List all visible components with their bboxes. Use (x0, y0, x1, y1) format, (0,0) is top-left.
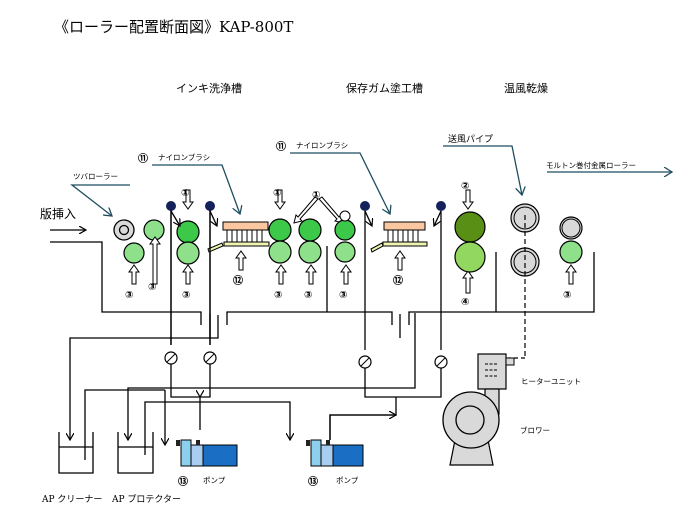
section-hot-air-dry: 温風乾燥 (504, 82, 548, 95)
pump-1 (176, 439, 238, 467)
blower (442, 388, 500, 466)
marker-11-a: ⑪ (138, 152, 148, 165)
pump-1-label: ポンプ (203, 476, 226, 485)
svg-text:③: ③ (339, 290, 347, 301)
svg-text:①: ① (273, 188, 281, 199)
pump-2-label: ポンプ (336, 476, 359, 485)
nylon-brush-1 (207, 221, 270, 253)
ap-cleaner-label: AP クリーナー (41, 494, 102, 505)
tsuba-roller-label: ツバローラー (73, 172, 118, 181)
valves (164, 351, 448, 369)
nylon-brush-label-1: ナイロンブラシ (158, 152, 210, 162)
svg-text:④: ④ (461, 297, 469, 308)
marker-13-a: ⑬ (178, 475, 188, 488)
svg-text:③: ③ (148, 282, 156, 293)
molton-roller-label: モルトン巻付金属ローラー (546, 160, 636, 170)
gum-coat-rollers (268, 210, 356, 264)
nylon-brush-label-2: ナイロンブラシ (296, 140, 348, 150)
circled-markers: ① ① ① ② ③ ③ ③ ③ ③ ③ ③ ④ ⑫ ⑫ (125, 181, 571, 308)
piping (70, 210, 442, 460)
pressure-arrows (128, 189, 577, 294)
ap-protector-tank (117, 432, 154, 474)
svg-text:①: ① (181, 188, 189, 199)
nylon-brush-2 (370, 221, 428, 253)
marker-13-b: ⑬ (308, 475, 318, 488)
pump-2 (306, 439, 364, 467)
drive-rollers (454, 211, 486, 273)
air-pipes (508, 203, 540, 359)
svg-text:⑫: ⑫ (233, 274, 243, 287)
molton-rollers (559, 216, 583, 264)
heater-unit-label: ヒーターユニット (521, 377, 581, 386)
marker-11-b: ⑪ (276, 140, 286, 153)
air-pipe-label: 送風パイプ (448, 133, 493, 145)
section-gum-coat: 保存ガム塗工槽 (346, 81, 423, 95)
blower-label: ブロワー (520, 425, 550, 435)
ap-protector-label: AP プロテクター (111, 494, 181, 505)
ink-wash-rollers (123, 219, 200, 265)
svg-text:③: ③ (563, 290, 571, 301)
heater-unit (477, 353, 515, 390)
tsuba-roller (113, 219, 135, 241)
tank-outlines (50, 241, 595, 338)
svg-text:③: ③ (182, 290, 190, 301)
ap-cleaner-tank (58, 432, 94, 474)
section-ink-wash: インキ洗浄槽 (176, 81, 242, 95)
svg-text:③: ③ (125, 290, 133, 301)
svg-text:①: ① (312, 190, 320, 201)
svg-text:③: ③ (274, 290, 282, 301)
svg-text:②: ② (461, 181, 469, 192)
diagram-title: 《ローラー配置断面図》KAP-800T (54, 18, 293, 36)
plate-insert-label: 版挿入 (40, 207, 76, 221)
svg-text:③: ③ (304, 290, 312, 301)
spray-nozzles (166, 201, 446, 211)
svg-text:⑫: ⑫ (393, 274, 403, 287)
